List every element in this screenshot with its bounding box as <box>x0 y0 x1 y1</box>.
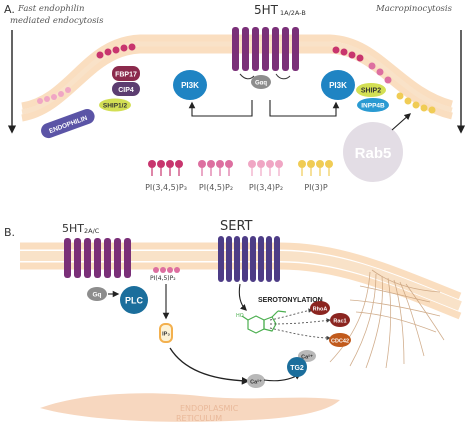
plc-node <box>120 286 148 314</box>
gq-label: Gq <box>92 292 101 299</box>
serotonin-molecule <box>241 310 287 334</box>
ship12-node <box>99 98 131 112</box>
rab5-node <box>343 122 403 182</box>
membrane-b-outer <box>20 242 462 300</box>
actin-fibers <box>329 269 445 369</box>
membrane-b-inner <box>20 262 462 320</box>
plc-label: PLC <box>125 296 144 306</box>
pip2-lipids <box>153 267 180 273</box>
tg2-label: TG2 <box>290 365 304 372</box>
receptor-sub-a: 1A/2A-B <box>280 9 306 17</box>
ca-lower-label: Ca²⁺ <box>250 379 262 386</box>
lipid-legend: PI(3,4,5)P₃ PI(4,5)P₂ PI(3,4)P₂ PI(3)P <box>145 160 333 192</box>
pi3k-right-node <box>321 70 355 100</box>
ship12-label: SHIP1/2 <box>103 103 128 110</box>
serotonylation-label: SEROTONYLATION <box>258 297 323 304</box>
panel-a-label: A. <box>4 3 15 16</box>
receptor-label-a: 5HT <box>254 3 279 17</box>
legend-pip3: PI(3,4,5)P₃ <box>145 160 187 192</box>
oh-label: HO <box>236 313 244 319</box>
mediated-endocytosis-label: mediated endocytosis <box>10 16 104 26</box>
panel-b-label: B. <box>4 226 15 239</box>
tg2-node <box>287 357 307 377</box>
fast-endocytosis-label: Fast endophilin <box>17 4 84 14</box>
receptor-label-b: 5HT <box>62 222 84 235</box>
rhoa-node <box>310 301 330 315</box>
rab5-arrow <box>391 113 411 131</box>
pi3k-right-label: PI3K <box>329 81 347 90</box>
to-cdc42-arrow <box>269 327 331 341</box>
pi3k-left-label: PI3K <box>181 81 199 90</box>
sert-label: SERT <box>220 219 253 234</box>
legend-label: PI(4,5)P₂ <box>199 183 233 192</box>
inpp4b-label: INPP4B <box>361 103 385 110</box>
membrane-b-core <box>20 251 462 311</box>
rac1-label: Rac1 <box>333 319 346 325</box>
ship2-node <box>356 83 386 97</box>
sert-transporter <box>218 236 280 282</box>
gaq-label: Gαq <box>255 81 267 87</box>
ca-upper-label: Ca²⁺ <box>301 354 313 361</box>
ip3-node <box>159 323 173 343</box>
5ht-receptor-b <box>64 238 131 278</box>
pi3k-left-node <box>173 70 207 100</box>
fbp17-label: FBP17 <box>115 72 137 79</box>
gaq-node <box>251 75 271 89</box>
rab5-label: Rab5 <box>355 145 392 162</box>
legend-pip2-34: PI(3,4)P₂ <box>248 160 283 192</box>
panel-b: B. 5HT 2A/C Gq PLC PI(4,5)P₂ <box>4 219 462 423</box>
macropinocytosis-label: Macropinocytosis <box>375 4 453 14</box>
pip2-label: PI(4,5)P₂ <box>150 275 176 282</box>
ca-lower-node <box>247 374 265 388</box>
to-rhoa-arrow <box>269 308 313 321</box>
er-label-1: ENDOPLASMIC <box>180 404 239 413</box>
legend-pi3p: PI(3)P <box>298 160 333 192</box>
legend-pip2-45: PI(4,5)P₂ <box>198 160 233 192</box>
cip4-label: CIP4 <box>118 87 134 94</box>
sert-arrow <box>238 283 247 311</box>
membrane-lipids <box>37 43 436 114</box>
5ht-receptor-a <box>232 27 299 71</box>
legend-label: PI(3,4,5)P₃ <box>145 183 187 192</box>
cdc42-node <box>329 333 351 347</box>
rac1-node <box>330 313 350 327</box>
er-label-2: RETICULUM <box>176 414 222 423</box>
cip4-node <box>112 82 140 96</box>
panel-a: A. Fast endophilin mediated endocytosis … <box>4 3 466 192</box>
rhoa-label: RhoA <box>313 307 328 313</box>
inpp4b-node <box>357 98 389 112</box>
endophilin-node <box>41 109 95 139</box>
gq-node <box>87 287 107 301</box>
receptor-sub-b: 2A/C <box>84 227 100 235</box>
ip3-label: IP₃ <box>162 332 170 338</box>
gaq-to-pi3k-left-arrow <box>188 100 253 117</box>
endoplasmic-reticulum <box>40 393 340 422</box>
ship2-label: SHIP2 <box>361 88 381 95</box>
legend-label: PI(3)P <box>304 183 328 192</box>
cdc42-label: CDC42 <box>331 339 349 345</box>
gaq-to-pi3k-right-arrow <box>269 100 340 117</box>
ip3-to-ca-arrow <box>169 347 250 385</box>
to-rac1-arrow <box>269 318 331 325</box>
fbp17-node <box>112 66 140 81</box>
legend-label: PI(3,4)P₂ <box>249 183 283 192</box>
